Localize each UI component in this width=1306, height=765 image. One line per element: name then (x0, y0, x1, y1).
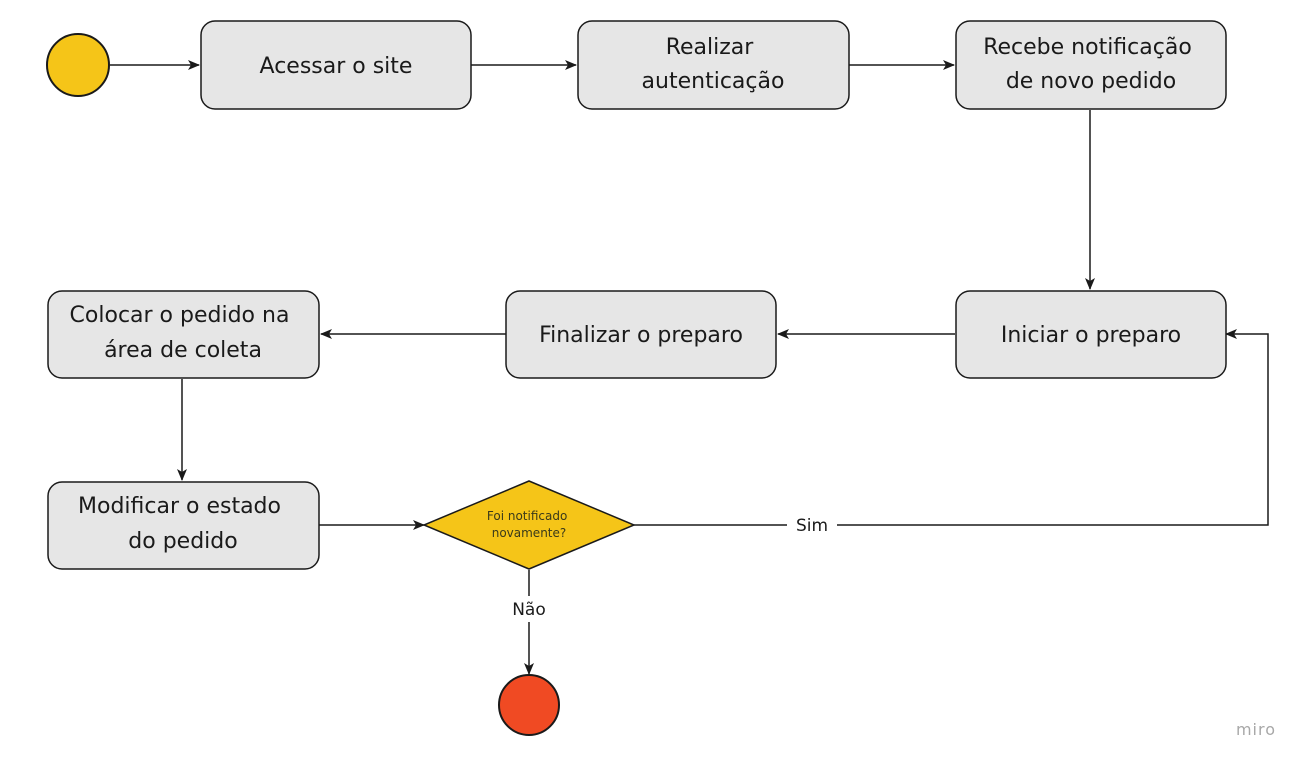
node-colocar-line-1: Colocar o pedido na (70, 303, 290, 328)
decision-line-1: Foi notificado (487, 509, 567, 523)
decision-line-2: novamente? (492, 526, 567, 540)
node-autenticar-line-2: autenticação (642, 69, 785, 94)
node-modificar-o-estado: Modificar o estado do pedido (47, 481, 320, 570)
node-modificar-line-1: Modificar o estado (78, 494, 281, 519)
miro-watermark: miro (1236, 720, 1276, 739)
node-notificacao-line-2: de novo pedido (1006, 69, 1176, 94)
svg-text:Acessar o site: Acessar o site (260, 54, 413, 79)
node-acessar-line-1: Acessar o site (260, 54, 413, 79)
svg-text:Recebe notificação de no: Recebe notificação de novo pedido (983, 35, 1199, 94)
node-realizar-autenticacao: Realizar autenticação (577, 20, 850, 110)
node-recebe-notificacao: Recebe notificação de novo pedido (955, 20, 1227, 110)
svg-text:Colocar o pedido na área: Colocar o pedido na área de coleta (70, 303, 297, 363)
start-node (46, 33, 110, 97)
node-modificar-line-2: do pedido (128, 529, 237, 554)
decision-foi-notificado: Foi notificado novamente? (422, 480, 636, 570)
svg-text:Finalizar o preparo: Finalizar o preparo (539, 323, 743, 348)
edge-label-yes-bg (787, 512, 837, 538)
node-acessar-o-site: Acessar o site (200, 20, 472, 110)
node-colocar-line-2: área de coleta (104, 338, 262, 363)
edge-label-no: Não (512, 600, 546, 620)
node-colocar-o-pedido: Colocar o pedido na área de coleta (47, 290, 320, 379)
svg-text:Modificar o estado do pe: Modificar o estado do pedido (78, 494, 288, 554)
node-iniciar-o-preparo: Iniciar o preparo (955, 290, 1227, 379)
end-node (498, 674, 560, 736)
node-iniciar-line-1: Iniciar o preparo (1001, 323, 1181, 348)
node-autenticar-line-1: Realizar (666, 35, 755, 60)
node-notificacao-line-1: Recebe notificação (983, 35, 1192, 60)
svg-text:Foi notificado novamente: Foi notificado novamente? (487, 509, 571, 540)
node-finalizar-o-preparo: Finalizar o preparo (505, 290, 777, 379)
edge-label-no-bg (505, 596, 553, 622)
svg-text:Iniciar o preparo: Iniciar o preparo (1001, 323, 1181, 348)
svg-text:Realizar autenticação: Realizar autenticação (642, 35, 785, 94)
node-finalizar-line-1: Finalizar o preparo (539, 323, 743, 348)
edge-decision-yes-to-iniciar (634, 329, 1269, 526)
edge-label-yes: Sim (796, 516, 828, 536)
